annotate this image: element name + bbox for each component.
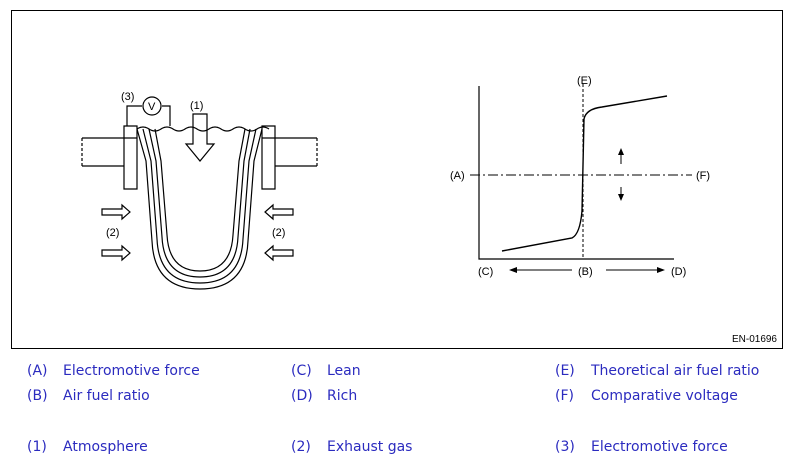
voltmeter-symbol	[142, 96, 162, 116]
legend-text: Electromotive force	[63, 363, 200, 379]
diagram-figure: V (3) (1) (2) (2) (E) (A) (F) (C) (B) (D…	[11, 10, 783, 349]
legend-key: (3)	[555, 439, 575, 455]
legend-key: (F)	[555, 388, 574, 404]
exhaust-arrow-1	[101, 203, 131, 221]
legend-text: Theoretical air fuel ratio	[591, 363, 760, 379]
legend-text: Rich	[327, 388, 358, 404]
legend-key: (E)	[555, 363, 575, 379]
wire-right	[162, 105, 171, 126]
legend-item-B: (B) Air fuel ratio	[27, 388, 150, 404]
legend-key: (1)	[27, 439, 47, 455]
voltmeter-label: V	[148, 101, 156, 113]
legend-item-C: (C) Lean	[291, 363, 361, 379]
pipe-wall-left	[82, 137, 137, 167]
exhaust-arrow-4	[264, 244, 294, 262]
legend-item-1: (1) Atmosphere	[27, 439, 148, 455]
legend-key: (B)	[27, 388, 48, 404]
wire-left	[126, 105, 142, 126]
figure-code: EN-01696	[731, 334, 777, 345]
mount-right	[261, 125, 276, 190]
label-3: (3)	[121, 91, 134, 103]
characteristic-graph	[470, 84, 692, 273]
legend-text: Atmosphere	[63, 439, 148, 455]
legend-item-3: (3) Electromotive force	[555, 439, 728, 455]
label-C: (C)	[478, 266, 493, 278]
legend-text: Air fuel ratio	[63, 388, 150, 404]
legend-key: (C)	[291, 363, 312, 379]
legend-key: (2)	[291, 439, 311, 455]
label-A: (A)	[450, 170, 465, 182]
label-2-right: (2)	[272, 227, 285, 239]
label-E: (E)	[577, 75, 592, 87]
label-D: (D)	[671, 266, 686, 278]
legend-text: Exhaust gas	[327, 439, 413, 455]
legend-item-E: (E) Theoretical air fuel ratio	[555, 363, 759, 379]
exhaust-arrow-3	[264, 203, 294, 221]
legend-text: Lean	[327, 363, 361, 379]
thimble-inner	[154, 128, 246, 272]
mount-left	[123, 125, 138, 190]
sensor-diagram-svg: V (3) (1) (2) (2) (E) (A) (F) (C) (B) (D…	[81, 75, 710, 290]
atmosphere-arrow	[184, 113, 216, 162]
legend-text: Comparative voltage	[591, 388, 738, 404]
sensor-drawing	[81, 96, 318, 290]
label-F: (F)	[696, 170, 710, 182]
pipe-wall-right	[262, 137, 317, 167]
label-B: (B)	[578, 266, 593, 278]
legend-item-A: (A) Electromotive force	[27, 363, 200, 379]
label-2-left: (2)	[106, 227, 119, 239]
legend-key: (D)	[291, 388, 313, 404]
voltage-curve	[501, 95, 668, 252]
thimble-outer	[136, 128, 263, 290]
legend-key: (A)	[27, 363, 48, 379]
legend-item-D: (D) Rich	[291, 388, 357, 404]
legend-item-2: (2) Exhaust gas	[291, 439, 412, 455]
legend-item-F: (F) Comparative voltage	[555, 388, 738, 404]
graph-axes	[478, 86, 674, 260]
exhaust-arrow-2	[101, 244, 131, 262]
legend-text: Electromotive force	[591, 439, 728, 455]
label-1: (1)	[190, 100, 203, 112]
